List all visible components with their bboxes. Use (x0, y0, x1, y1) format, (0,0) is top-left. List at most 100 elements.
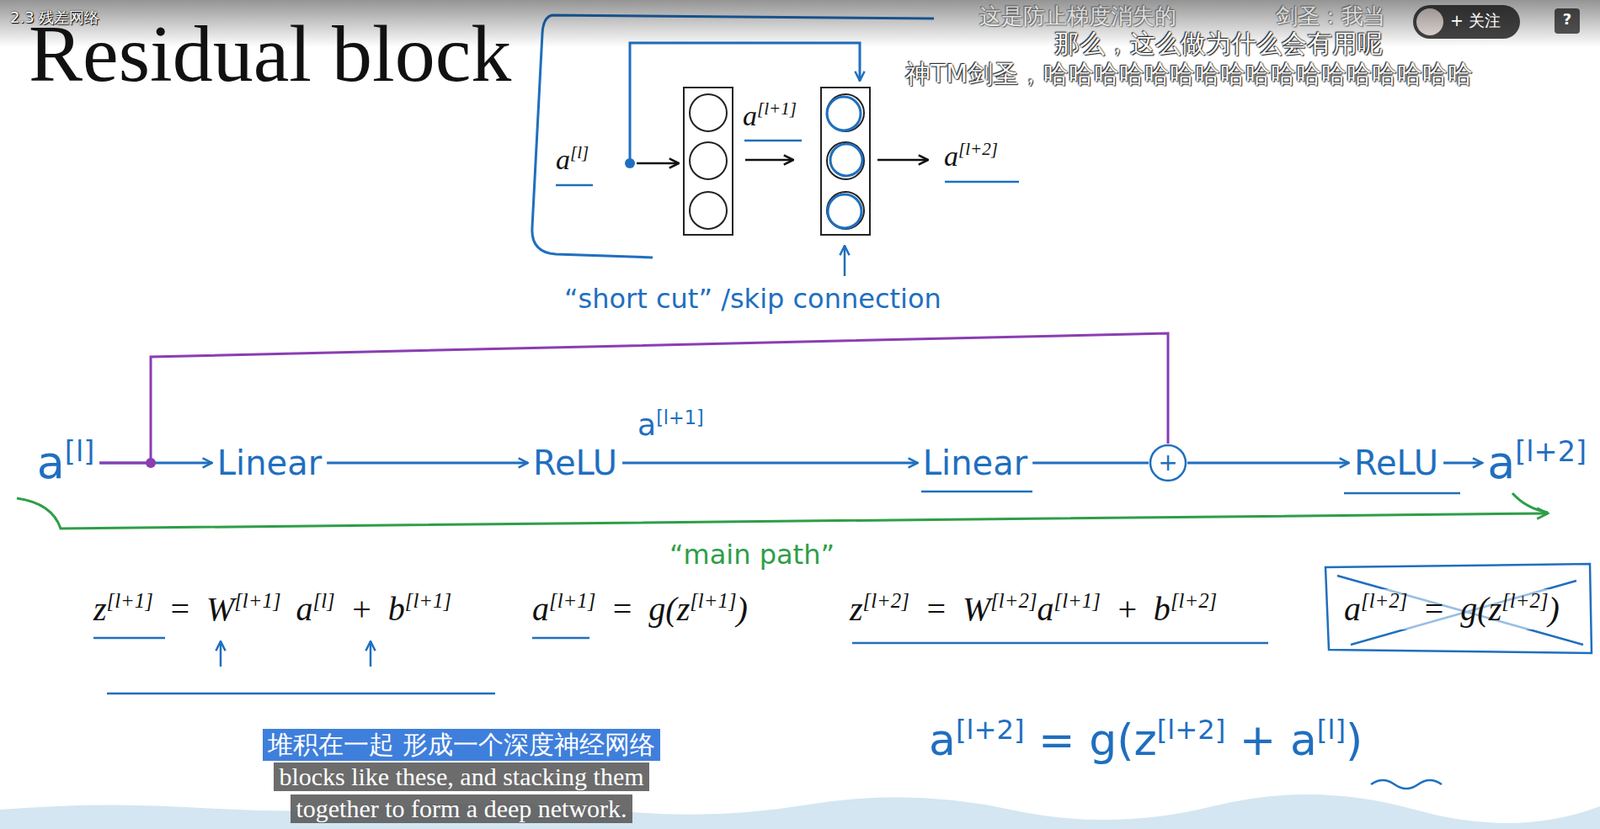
neuron (689, 94, 727, 132)
skip-connection (99, 333, 1168, 464)
superscript: [l] (1317, 714, 1346, 747)
superscript: [l+2] (1360, 589, 1408, 613)
relu-step: ReLU (1349, 441, 1444, 486)
equation: z[l+2] = W[l+2]a[l+1] + b[l+2] (849, 589, 1217, 630)
text-run: ReLU (533, 443, 618, 483)
crossed-equation: a[l+2] = g(z[l+2]) (1344, 589, 1560, 630)
text-run: a (1487, 436, 1515, 490)
pointer-arrow (219, 641, 223, 667)
frame-stroke (532, 15, 934, 258)
text-run: a (1037, 590, 1055, 629)
node-text: a[l+2] (1487, 436, 1587, 491)
text-run: Linear (217, 443, 322, 483)
neuron (826, 94, 864, 132)
superscript: [l+1] (106, 589, 154, 613)
text-run: + b (1100, 590, 1171, 629)
neuron-scribble (827, 194, 862, 229)
flow-arrow (636, 162, 679, 166)
text-run: Linear (922, 443, 1028, 483)
danmaku-comment: 那么，这么做为什么会有用呢 (1054, 28, 1383, 59)
text-run: “short cut” /skip connection (564, 282, 942, 315)
underline (852, 642, 1269, 646)
underline (1344, 492, 1461, 496)
danmaku-comment: 这是防止梯度消失的 (979, 3, 1177, 30)
junction-dot (145, 458, 156, 469)
superscript: [l+2] (1501, 589, 1548, 613)
text-run: ReLU (1354, 443, 1439, 483)
node-text: Linear (217, 442, 322, 484)
annotation: “main path” (669, 538, 835, 571)
text-run: blocks like these, and stacking them (278, 762, 644, 791)
text-run: 剑圣：我当 (1275, 3, 1386, 29)
superscript: [l+1] (689, 589, 736, 613)
text-run: = W (909, 590, 991, 629)
superscript: [l+1] (405, 589, 452, 613)
underline (921, 490, 1033, 494)
text-run: a (281, 590, 314, 629)
node-text: Linear (922, 442, 1028, 484)
text-run: + a (1225, 714, 1318, 766)
text-run: = g(z (1407, 590, 1502, 629)
activation-label: a[l] (555, 143, 589, 178)
text-run: a (944, 140, 959, 172)
video-landscape (0, 794, 1600, 829)
follow-label: + 关注 (1450, 10, 1501, 31)
main-path-bracket (16, 498, 1548, 529)
neuron (689, 142, 727, 180)
junction-dot (624, 158, 635, 169)
superscript: [l+2] (990, 589, 1037, 613)
flow-arrow (877, 159, 928, 162)
strike-box (1325, 564, 1592, 654)
layer-box (821, 87, 870, 235)
text-run: ) (1548, 590, 1560, 629)
underline (532, 637, 590, 640)
underline (744, 139, 802, 143)
text-run: ? (1562, 10, 1572, 28)
superscript: [l+2] (1514, 435, 1587, 469)
node-text: ReLU (1354, 442, 1439, 484)
strike-line (1337, 576, 1584, 646)
text-run: ) (1345, 714, 1363, 766)
neuron (826, 192, 864, 230)
superscript: [l+1] (549, 589, 596, 613)
neuron-scribble (826, 96, 861, 131)
flow-arrow (326, 462, 528, 465)
text-run: 这是防止梯度消失的 (979, 3, 1177, 29)
text-run: a (532, 590, 550, 629)
squiggle (1370, 780, 1442, 790)
linear-step: Linear (212, 441, 327, 486)
edge-label: a[l+1] (637, 406, 704, 443)
equation: a[l+1] = g(z[l+1]) (532, 589, 748, 630)
equation: z[l+1] = W[l+1] a[l] + b[l+1] (93, 589, 452, 630)
pointer-arrow (843, 245, 847, 277)
danmaku-comment: 剑圣：我当 (1275, 3, 1386, 30)
text-run: a (742, 100, 758, 132)
activation-label: a[l+2] (944, 139, 998, 175)
handwritten-equation: a[l+2] = g(z[l+2] + a[l]) (928, 714, 1363, 767)
text-run: a (928, 714, 956, 766)
text-run: 堆积在一起 形成一个深度神经网络 (267, 730, 656, 760)
text-run: + 关注 (1450, 10, 1501, 30)
flow-arrow (1032, 462, 1149, 465)
text-run: “main path” (669, 538, 835, 571)
superscript: [l+2] (863, 589, 910, 613)
node-text: a[l] (37, 436, 96, 491)
text-run: = g(z (1024, 714, 1158, 766)
superscript: [l+1] (1054, 589, 1101, 613)
activation-node: a[l] (32, 434, 101, 493)
superscript: [l] (313, 589, 336, 613)
text-run: + (1157, 448, 1178, 477)
text-run: a (1344, 590, 1361, 629)
superscript: [l+1] (757, 98, 797, 119)
superscript: [l+1] (656, 405, 704, 428)
superscript: [l+1] (234, 589, 281, 613)
flow-arrow (1187, 462, 1350, 465)
text-run: Residual block (28, 8, 512, 99)
help-label: ? (1562, 10, 1572, 29)
danmaku-comment: 神TM剑圣，哈哈哈哈哈哈哈哈哈哈哈哈哈哈哈哈哈 (905, 58, 1473, 90)
superscript: [l+2] (1170, 589, 1217, 613)
flow-arrow (745, 159, 794, 162)
neuron (826, 142, 864, 180)
